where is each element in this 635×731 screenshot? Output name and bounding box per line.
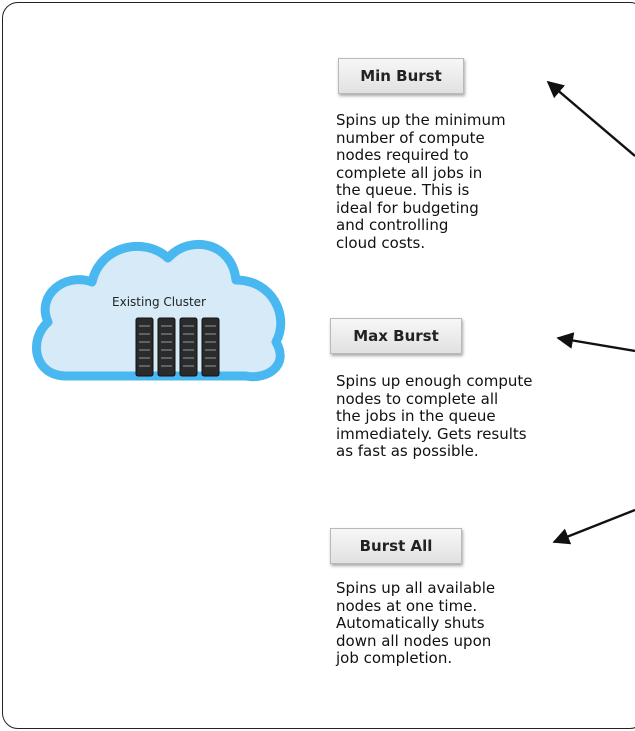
description-line: as fast as possible. <box>336 442 479 460</box>
description-line: nodes to complete all <box>336 389 499 408</box>
description-line: cloud costs. <box>336 233 426 252</box>
description-line: down all nodes upon <box>336 631 492 650</box>
description-line: nodes required to <box>336 146 469 164</box>
description-line: complete all jobs in <box>336 163 483 182</box>
min-burst-description: Spins up the minimum number of compute n… <box>336 111 506 252</box>
burst-all-button[interactable]: Burst All <box>330 528 462 564</box>
arrow-to-max-burst <box>556 332 635 353</box>
description-line: and controlling <box>336 216 449 234</box>
description-line: number of compute <box>336 128 485 147</box>
max-burst-description: Spins up enough compute nodes to complet… <box>336 372 533 461</box>
description-line: Spins up enough compute <box>336 372 533 390</box>
cloud-icon <box>31 239 286 382</box>
description-line: the jobs in the queue <box>336 407 496 425</box>
description-line: the queue. This is <box>336 181 470 199</box>
description-line: nodes at one time. <box>336 596 478 615</box>
description-line: Spins up all available <box>336 579 496 597</box>
server-rack-icon <box>135 317 220 377</box>
description-line: ideal for budgeting <box>336 198 479 217</box>
description-line: Automatically shuts <box>336 614 485 632</box>
burst-all-description: Spins up all available nodes at one time… <box>336 579 496 668</box>
description-line: job completion. <box>336 649 453 667</box>
existing-cluster-cloud: Existing Cluster <box>26 230 292 390</box>
description-line: immediately. Gets results <box>336 424 527 443</box>
min-burst-button[interactable]: Min Burst <box>338 58 464 94</box>
cloud-label: Existing Cluster <box>112 295 206 309</box>
max-burst-button[interactable]: Max Burst <box>330 318 462 354</box>
arrow-to-burst-all <box>552 508 635 545</box>
description-line: Spins up the minimum <box>336 111 506 129</box>
arrow-to-min-burst <box>546 80 635 157</box>
